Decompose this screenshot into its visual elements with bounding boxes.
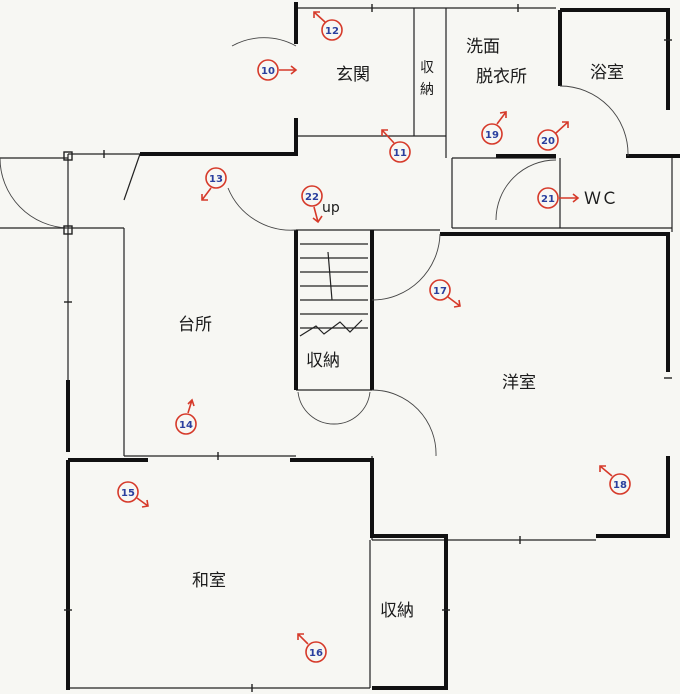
wall-ticks (64, 4, 672, 692)
svg-text:20: 20 (541, 136, 555, 147)
svg-text:16: 16 (309, 648, 323, 659)
room-genkan-storage-top: 収 (420, 60, 434, 76)
svg-text:21: 21 (541, 194, 555, 205)
svg-text:11: 11 (393, 148, 407, 159)
room-bath: 浴室 (590, 63, 624, 83)
svg-text:14: 14 (179, 420, 193, 431)
svg-text:22: 22 (305, 192, 319, 203)
svg-text:10: 10 (261, 66, 275, 77)
doors (0, 37, 629, 457)
marker-15: 15 (117, 481, 149, 508)
room-wc: ＷＣ (584, 189, 618, 209)
room-kitchen: 台所 (178, 315, 212, 335)
room-stairs-storage: 収納 (306, 351, 340, 371)
marker-10: 10 (257, 59, 298, 81)
room-japanese-storage: 収納 (380, 601, 414, 621)
marker-18: 18 (599, 465, 631, 495)
marker-20: 20 (537, 121, 569, 151)
staircase (299, 243, 368, 337)
svg-text:18: 18 (613, 480, 627, 491)
room-japanese: 和室 (192, 571, 226, 591)
stairs-up-label: up (322, 200, 340, 216)
marker-22: 22 (301, 185, 323, 224)
svg-text:17: 17 (433, 286, 447, 297)
marker-17: 17 (429, 279, 461, 308)
room-genkan: 玄関 (336, 65, 370, 85)
svg-text:12: 12 (325, 26, 339, 37)
svg-text:15: 15 (121, 488, 135, 499)
marker-19: 19 (481, 111, 507, 145)
thin-lines (0, 7, 673, 689)
svg-text:13: 13 (209, 174, 223, 185)
marker-12: 12 (313, 11, 343, 41)
marker-11: 11 (381, 129, 411, 163)
room-labels: 玄関 収 納 洗面 脱衣所 浴室 ＷＣ 台所 up 収納 洋室 和室 収納 (178, 37, 624, 621)
room-senmen-1: 洗面 (466, 37, 500, 57)
post (63, 151, 73, 161)
marker-13: 13 (201, 167, 227, 201)
room-western: 洋室 (502, 373, 536, 393)
svg-text:19: 19 (485, 130, 499, 141)
marker-21: 21 (537, 187, 580, 209)
marker-14: 14 (175, 398, 197, 435)
walls (66, 2, 680, 690)
post (63, 225, 73, 235)
room-senmen-2: 脱衣所 (476, 67, 527, 87)
photo-markers: 10 11 12 13 14 15 16 17 18 19 20 21 22 (117, 11, 631, 663)
marker-16: 16 (297, 633, 327, 663)
room-genkan-storage-bottom: 納 (420, 82, 434, 98)
